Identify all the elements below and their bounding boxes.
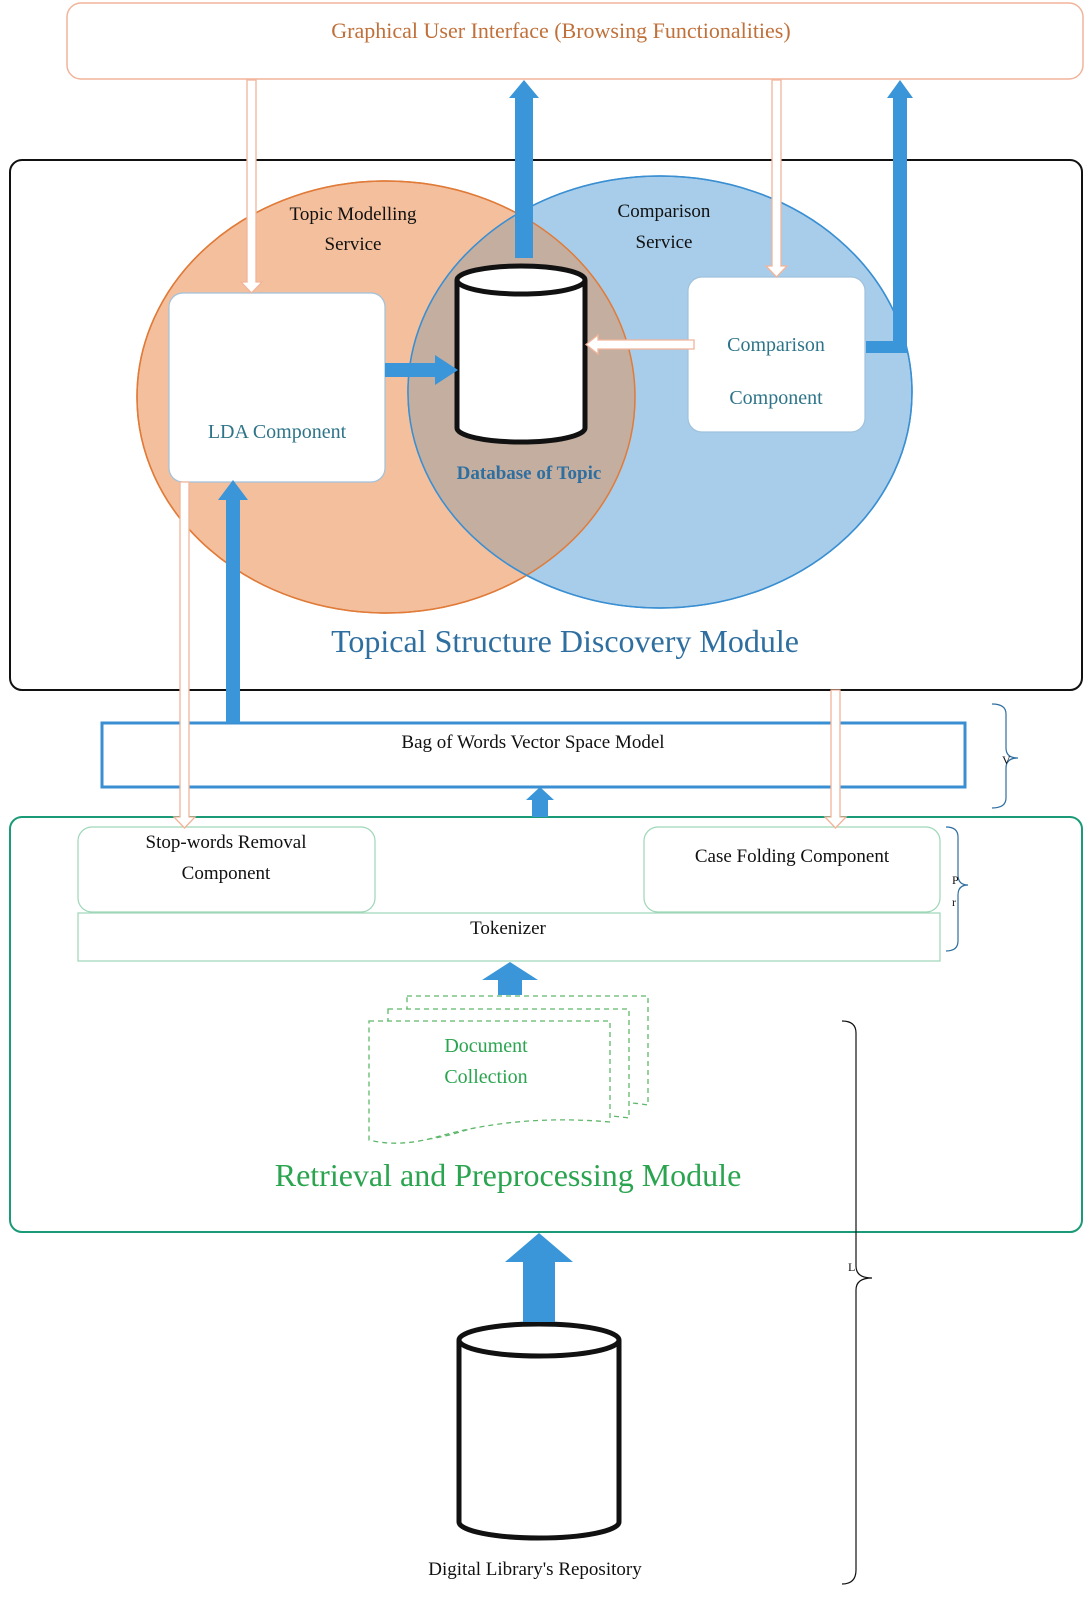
- blue-arrows: [218, 80, 913, 1322]
- bag-of-words-label: Bag of Words Vector Space Model: [401, 732, 664, 753]
- lda-to-db-arrow: [385, 355, 458, 385]
- case-folding-component-box: [643, 826, 941, 913]
- gui-title: Graphical User Interface (Browsing Funct…: [331, 18, 790, 43]
- repository-to-retrieval-arrow: [505, 1233, 573, 1322]
- right-braces: [945, 703, 1019, 952]
- brace-mark-r: r: [952, 895, 956, 909]
- gui-to-lda-arrow: [239, 79, 264, 294]
- comparison-component-label-2: Component: [729, 387, 823, 409]
- comparison-component-label-1: Comparison: [727, 334, 825, 356]
- tokenizer-label: Tokenizer: [470, 918, 546, 939]
- bag-of-words-box: [100, 721, 967, 789]
- topic-service-label-1: Topic Modelling: [290, 204, 417, 225]
- retrieval-module-title: Retrieval and Preprocessing Module: [275, 1157, 742, 1193]
- stopwords-label-2: Component: [182, 863, 271, 884]
- document-collection-label-1: Document: [444, 1035, 528, 1057]
- topic-database-label: Database of Topic: [457, 463, 602, 484]
- tokenizer-box: [77, 912, 941, 962]
- docs-to-tokenizer-arrow: [482, 962, 538, 995]
- document-collection-stack: [368, 995, 649, 1144]
- brace-mark-l: L: [848, 1260, 855, 1274]
- brace-mark-p: P: [952, 873, 959, 887]
- comparison-service-label-1: Comparison: [618, 201, 711, 222]
- lda-component-label: LDA Component: [208, 421, 347, 443]
- case-folding-label: Case Folding Component: [695, 846, 890, 867]
- pale-arrows: [172, 79, 848, 829]
- stopwords-label-1: Stop-words Removal: [146, 832, 307, 853]
- bow-to-lda-arrow: [218, 480, 248, 723]
- lda-to-stopwords-arrow: [172, 481, 197, 829]
- topical-module-title: Topical Structure Discovery Module: [331, 623, 799, 659]
- repository-cylinder: [456, 1321, 622, 1541]
- comparison-to-gui-arrow: [866, 80, 913, 353]
- brace-bag-of-words: [991, 703, 1019, 809]
- lda-component-box: [168, 292, 386, 483]
- brace-preprocessing: [945, 826, 969, 952]
- brace-library: [841, 1020, 873, 1585]
- topic-database-cylinder: [454, 263, 588, 445]
- document-collection-label-2: Collection: [444, 1066, 527, 1088]
- brace-mark-v: V: [1002, 753, 1011, 767]
- topic-service-label-2: Service: [325, 234, 382, 255]
- preprocess-to-bow-arrow: [526, 787, 554, 817]
- comparison-service-label-2: Service: [636, 232, 693, 253]
- db-to-gui-arrow: [509, 80, 539, 258]
- gui-to-comparison-arrow: [764, 79, 789, 278]
- stopwords-component-box: [77, 826, 376, 913]
- gui-box: [66, 2, 1084, 80]
- comparison-to-db-arrow: [584, 333, 695, 356]
- repository-label: Digital Library's Repository: [428, 1559, 642, 1580]
- module-to-casefolding-arrow: [823, 689, 848, 829]
